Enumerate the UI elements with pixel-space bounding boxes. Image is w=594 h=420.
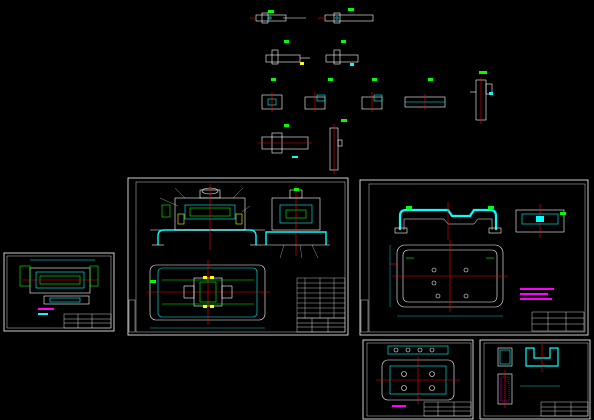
front-elevation-view	[150, 184, 265, 250]
assembly-view-left	[19, 259, 99, 315]
title-block-bottom-middle	[423, 401, 472, 417]
detail-part-4	[325, 40, 359, 66]
title-block-center	[296, 317, 346, 333]
detail-part-7	[361, 78, 383, 112]
detail-part-5	[261, 78, 283, 112]
frame-side-view	[515, 204, 566, 238]
detail-part-9	[470, 71, 493, 124]
title-block-left	[63, 313, 112, 329]
drawing-sheet-left[interactable]	[3, 252, 115, 332]
drawing-sheet-bottom-right[interactable]	[479, 339, 591, 420]
plan-view	[146, 260, 270, 329]
detail-part-11	[329, 119, 347, 174]
drawing-sheet-bottom-middle[interactable]	[362, 339, 474, 420]
detail-part-10	[258, 124, 312, 158]
side-elevation-view	[262, 186, 330, 259]
detail-part-group	[250, 8, 493, 174]
parts-list-table	[296, 277, 346, 319]
base-plate-view	[376, 345, 460, 407]
title-block-right	[531, 311, 585, 332]
detail-part-2	[318, 8, 374, 24]
bracket-views	[497, 344, 560, 408]
detail-part-1	[250, 10, 306, 24]
drawing-sheet-right-frame[interactable]	[359, 179, 589, 336]
detail-part-8	[404, 78, 446, 110]
title-block-bottom-right	[540, 401, 589, 417]
technical-notes	[520, 288, 554, 300]
detail-part-6	[304, 78, 333, 112]
detail-part-3	[265, 40, 310, 65]
frame-elevation-view	[394, 202, 502, 240]
frame-plan-view	[389, 240, 508, 317]
drawing-sheet-center-assembly[interactable]	[127, 177, 349, 336]
